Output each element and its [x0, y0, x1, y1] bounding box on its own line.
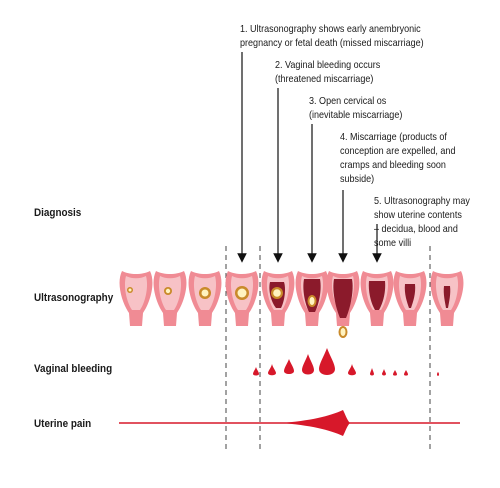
uterus-4: [225, 271, 259, 326]
uterus-9: [393, 271, 427, 326]
uterus-8: [360, 271, 394, 326]
uterus-2: [153, 271, 187, 326]
uterine-pain-line: [119, 410, 460, 436]
uterus-1: [119, 271, 153, 326]
row-label-uterine-pain: Uterine pain: [34, 418, 92, 430]
note-3-inevitable-miscarriage: 3. Open cervical os (inevitable miscarri…: [309, 95, 403, 121]
row-label-vaginal-bleeding: Vaginal bleeding: [34, 363, 113, 375]
uterus-3: [188, 271, 222, 326]
uterus-7: [326, 271, 360, 338]
uterus-5: [261, 271, 295, 326]
row-label-ultrasonography: Ultrasonography: [34, 292, 114, 304]
uterus-10: [430, 271, 464, 326]
blood-drops: [253, 348, 439, 376]
uterus-6: [295, 271, 329, 326]
note-1-missed-miscarriage: 1. Ultrasonography shows early anembryon…: [240, 23, 424, 49]
row-label-diagnosis: Diagnosis: [34, 207, 82, 219]
note-2-threatened-miscarriage: 2. Vaginal bleeding occurs (threatened m…: [275, 59, 381, 85]
note-4-miscarriage: 4. Miscarriage (products of conception a…: [340, 131, 456, 185]
